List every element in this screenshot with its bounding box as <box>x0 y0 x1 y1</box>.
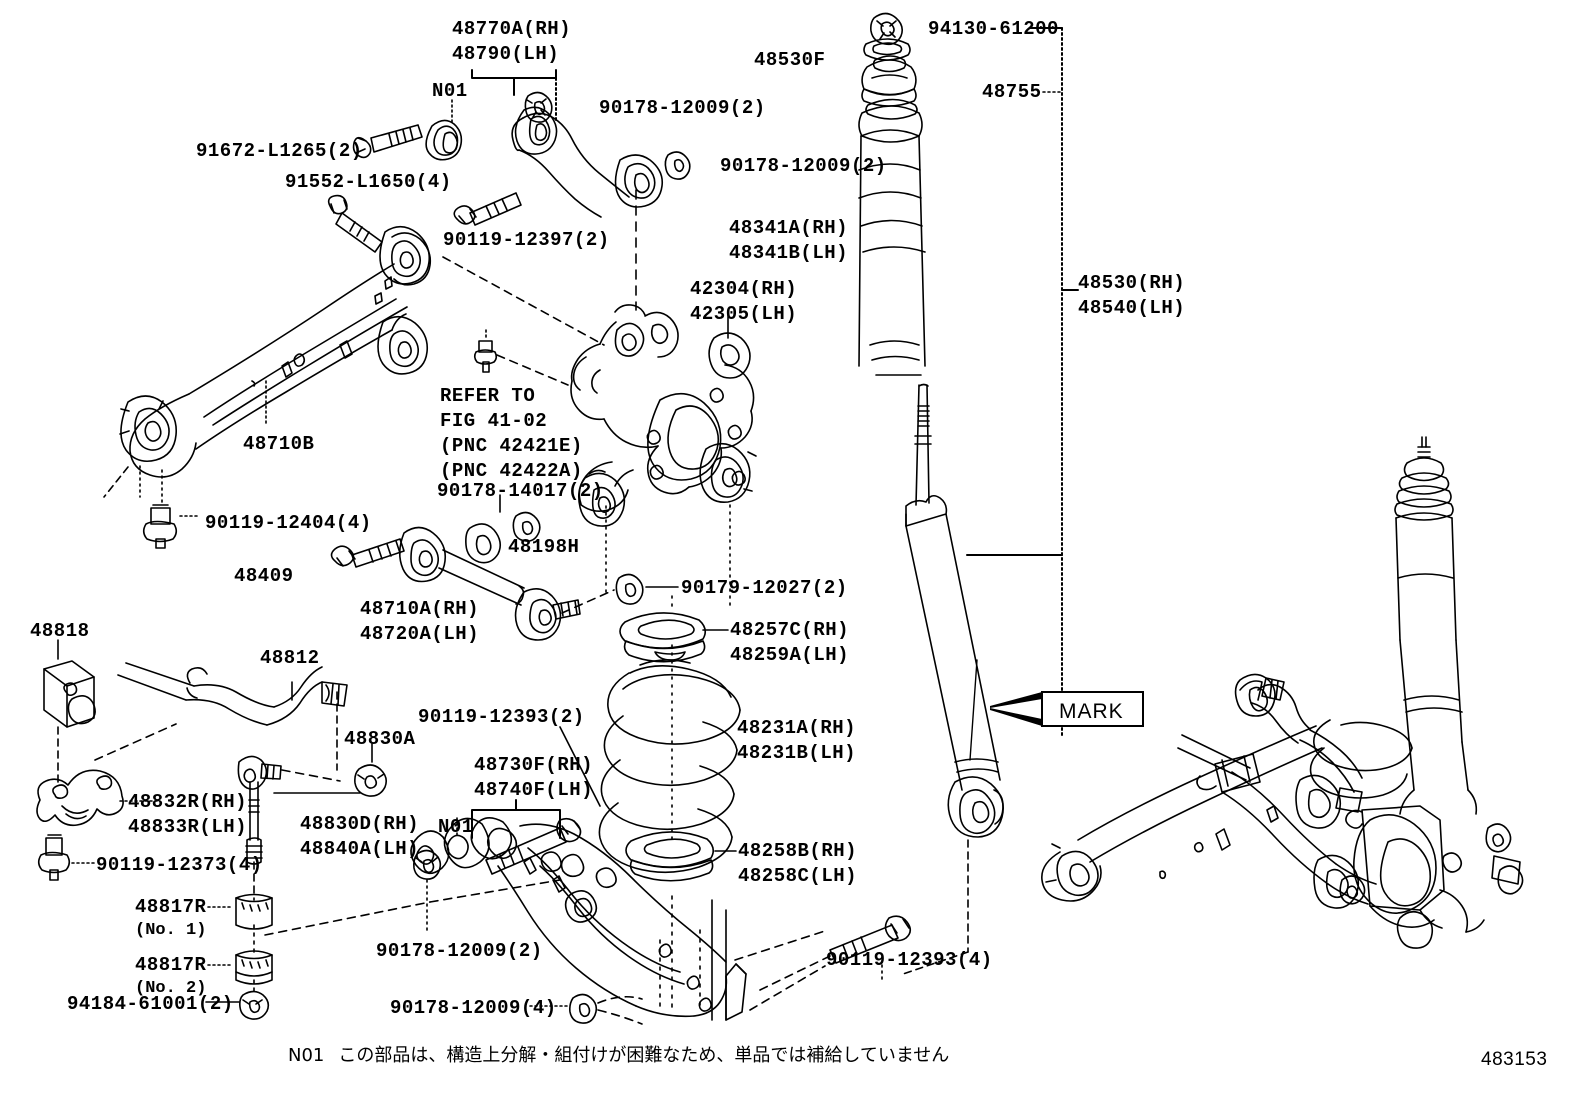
label-spring-lh: 48231B(LH) <box>737 742 857 764</box>
bracket-lower-arm <box>472 800 560 838</box>
part-bolt-refer <box>475 341 497 372</box>
label-bolt-91552: 91552-L1650(4) <box>285 171 452 193</box>
label-nut-90178-b: 90178-12009(2) <box>720 155 887 177</box>
bracket-upper-arm <box>472 70 556 122</box>
label-absorber-lh: 48540(LH) <box>1078 297 1186 319</box>
label-nut-48830a: 48830A <box>344 728 416 750</box>
label-nut-90178-12009-d: 90178-12009(4) <box>390 997 557 1019</box>
label-bushing-48818: 48818 <box>30 620 90 642</box>
label-upper-arm-lh: 48790(LH) <box>452 43 560 65</box>
part-bolt-91552 <box>329 196 382 252</box>
part-bracket-48832r <box>37 770 123 825</box>
label-bolt-90119-12393-2: 90119-12393(2) <box>418 706 585 728</box>
label-nut-94184: 94184-61001(2) <box>67 993 234 1015</box>
label-insulator-upper-lh: 48259A(LH) <box>730 644 850 666</box>
dashed-refer <box>497 355 568 385</box>
part-stabilizer-bar-48812 <box>118 663 347 725</box>
leader-mark-up <box>970 660 977 760</box>
part-bolt-90119-12404 <box>144 505 177 548</box>
label-stabilizer-48812: 48812 <box>260 647 320 669</box>
label-n01-upper: N01 <box>432 80 468 102</box>
label-bolt-48409: 48409 <box>234 565 294 587</box>
label-stopper2-code: 48817R <box>135 954 207 976</box>
footer-note-code: N01 <box>288 1045 325 1066</box>
part-bolt-90119-12373 <box>39 835 70 880</box>
part-shock-boot-48341 <box>859 100 925 376</box>
label-refer-line3: (PNC 42421E) <box>440 435 583 457</box>
part-insulator-lower-48258b <box>626 832 713 881</box>
label-link-rh: 48830D(RH) <box>300 813 420 835</box>
label-stopper1-code: 48817R <box>135 896 207 918</box>
part-stopper-48817r-1 <box>236 895 272 930</box>
part-lower-control-arm-48730f <box>411 818 746 1020</box>
part-bumper-48755 <box>862 56 916 106</box>
part-coil-spring-48231 <box>599 660 740 872</box>
part-washer-48530f <box>864 39 910 60</box>
label-upper-arm-rh: 48770A(RH) <box>452 18 572 40</box>
label-bumper-48755: 48755 <box>982 81 1042 103</box>
label-washer-48530f: 48530F <box>754 49 826 71</box>
label-boot-lh: 48341B(LH) <box>729 242 849 264</box>
dashed-upper-to-knuckle <box>443 257 604 345</box>
label-insulator-lower-rh: 48258B(RH) <box>738 840 858 862</box>
label-lower-arm-lh: 48740F(LH) <box>474 779 594 801</box>
label-lateral-rh: 48710A(RH) <box>360 598 480 620</box>
label-nut-94130: 94130-61200 <box>928 18 1059 40</box>
label-stopper2-no: (No. 2) <box>135 979 207 998</box>
label-bolt-90119-12404: 90119-12404(4) <box>205 512 372 534</box>
part-bolt-90119-12393-2 <box>486 819 581 874</box>
part-nut-94184 <box>240 992 269 1020</box>
label-nut-90179-12027: 90179-12027(2) <box>681 577 848 599</box>
part-nut-48830a <box>355 765 386 796</box>
label-insulator-lower-lh: 48258C(LH) <box>738 865 858 887</box>
leader-mark <box>990 692 1042 726</box>
part-bolt-48409 <box>332 539 405 567</box>
label-lower-arm-rh: 48730F(RH) <box>474 754 594 776</box>
label-bolt-91672: 91672-L1265(2) <box>196 140 363 162</box>
label-bracket-lh: 48833R(LH) <box>128 816 248 838</box>
label-stopper1-no: (No. 1) <box>135 921 207 940</box>
label-trailing-arm: 48710B <box>243 433 315 455</box>
part-bushing-48818 <box>44 661 95 727</box>
mark-box: MARK <box>1041 691 1144 727</box>
label-refer-line4: (PNC 42422A) <box>440 460 583 482</box>
label-insulator-upper-rh: 48257C(RH) <box>730 619 850 641</box>
label-link-lh: 48840A(LH) <box>300 838 420 860</box>
label-bolt-90119-12393-4: 90119-12393(4) <box>826 949 993 971</box>
part-washer-48198h <box>466 524 500 563</box>
part-nut-90178-a <box>525 93 551 123</box>
part-stopper-48817r-2 <box>236 951 272 984</box>
mark-label: MARK <box>1059 700 1124 723</box>
bracket-48530 <box>967 28 1078 735</box>
part-insulator-upper-48257c <box>620 613 705 662</box>
label-knuckle-lh: 42305(LH) <box>690 303 798 325</box>
label-nut-90178-14017: 90178-14017(2) <box>437 480 604 502</box>
label-bolt-90119-12373: 90119-12373(4) <box>96 854 263 876</box>
footer-note-text: この部品は、構造上分解・組付けが困難なため、単品では補給していません <box>338 1045 950 1066</box>
label-nut-90178-12009-c: 90178-12009(2) <box>376 940 543 962</box>
label-bracket-rh: 48832R(RH) <box>128 791 248 813</box>
part-nut-90179-12027 <box>616 575 642 605</box>
label-lateral-lh: 48720A(LH) <box>360 623 480 645</box>
label-refer-line2: FIG 41-02 <box>440 410 548 432</box>
label-refer-line1: REFER TO <box>440 385 536 407</box>
part-upper-control-arm <box>426 107 662 217</box>
part-nut-94130 <box>871 14 902 45</box>
label-washer-48198h: 48198H <box>508 536 580 558</box>
label-absorber-rh: 48530(RH) <box>1078 272 1186 294</box>
label-n01-lower: N01 <box>438 816 474 838</box>
part-nut-90178-b <box>665 152 689 179</box>
figure-number: 483153 <box>1481 1049 1548 1070</box>
part-bolt-91672 <box>354 125 422 157</box>
label-boot-rh: 48341A(RH) <box>729 217 849 239</box>
part-shock-absorber-48530 <box>906 385 1003 838</box>
label-bolt-90119-12397: 90119-12397(2) <box>443 229 610 251</box>
label-nut-90178-a: 90178-12009(2) <box>599 97 766 119</box>
footer-note: N01 この部品は、構造上分解・組付けが困難なため、単品では補給していません <box>288 1043 949 1068</box>
part-bolt-90119-12397 <box>454 193 521 225</box>
part-nut-90178-12009-d <box>570 995 597 1024</box>
label-knuckle-rh: 42304(RH) <box>690 278 798 300</box>
label-spring-rh: 48231A(RH) <box>737 717 857 739</box>
